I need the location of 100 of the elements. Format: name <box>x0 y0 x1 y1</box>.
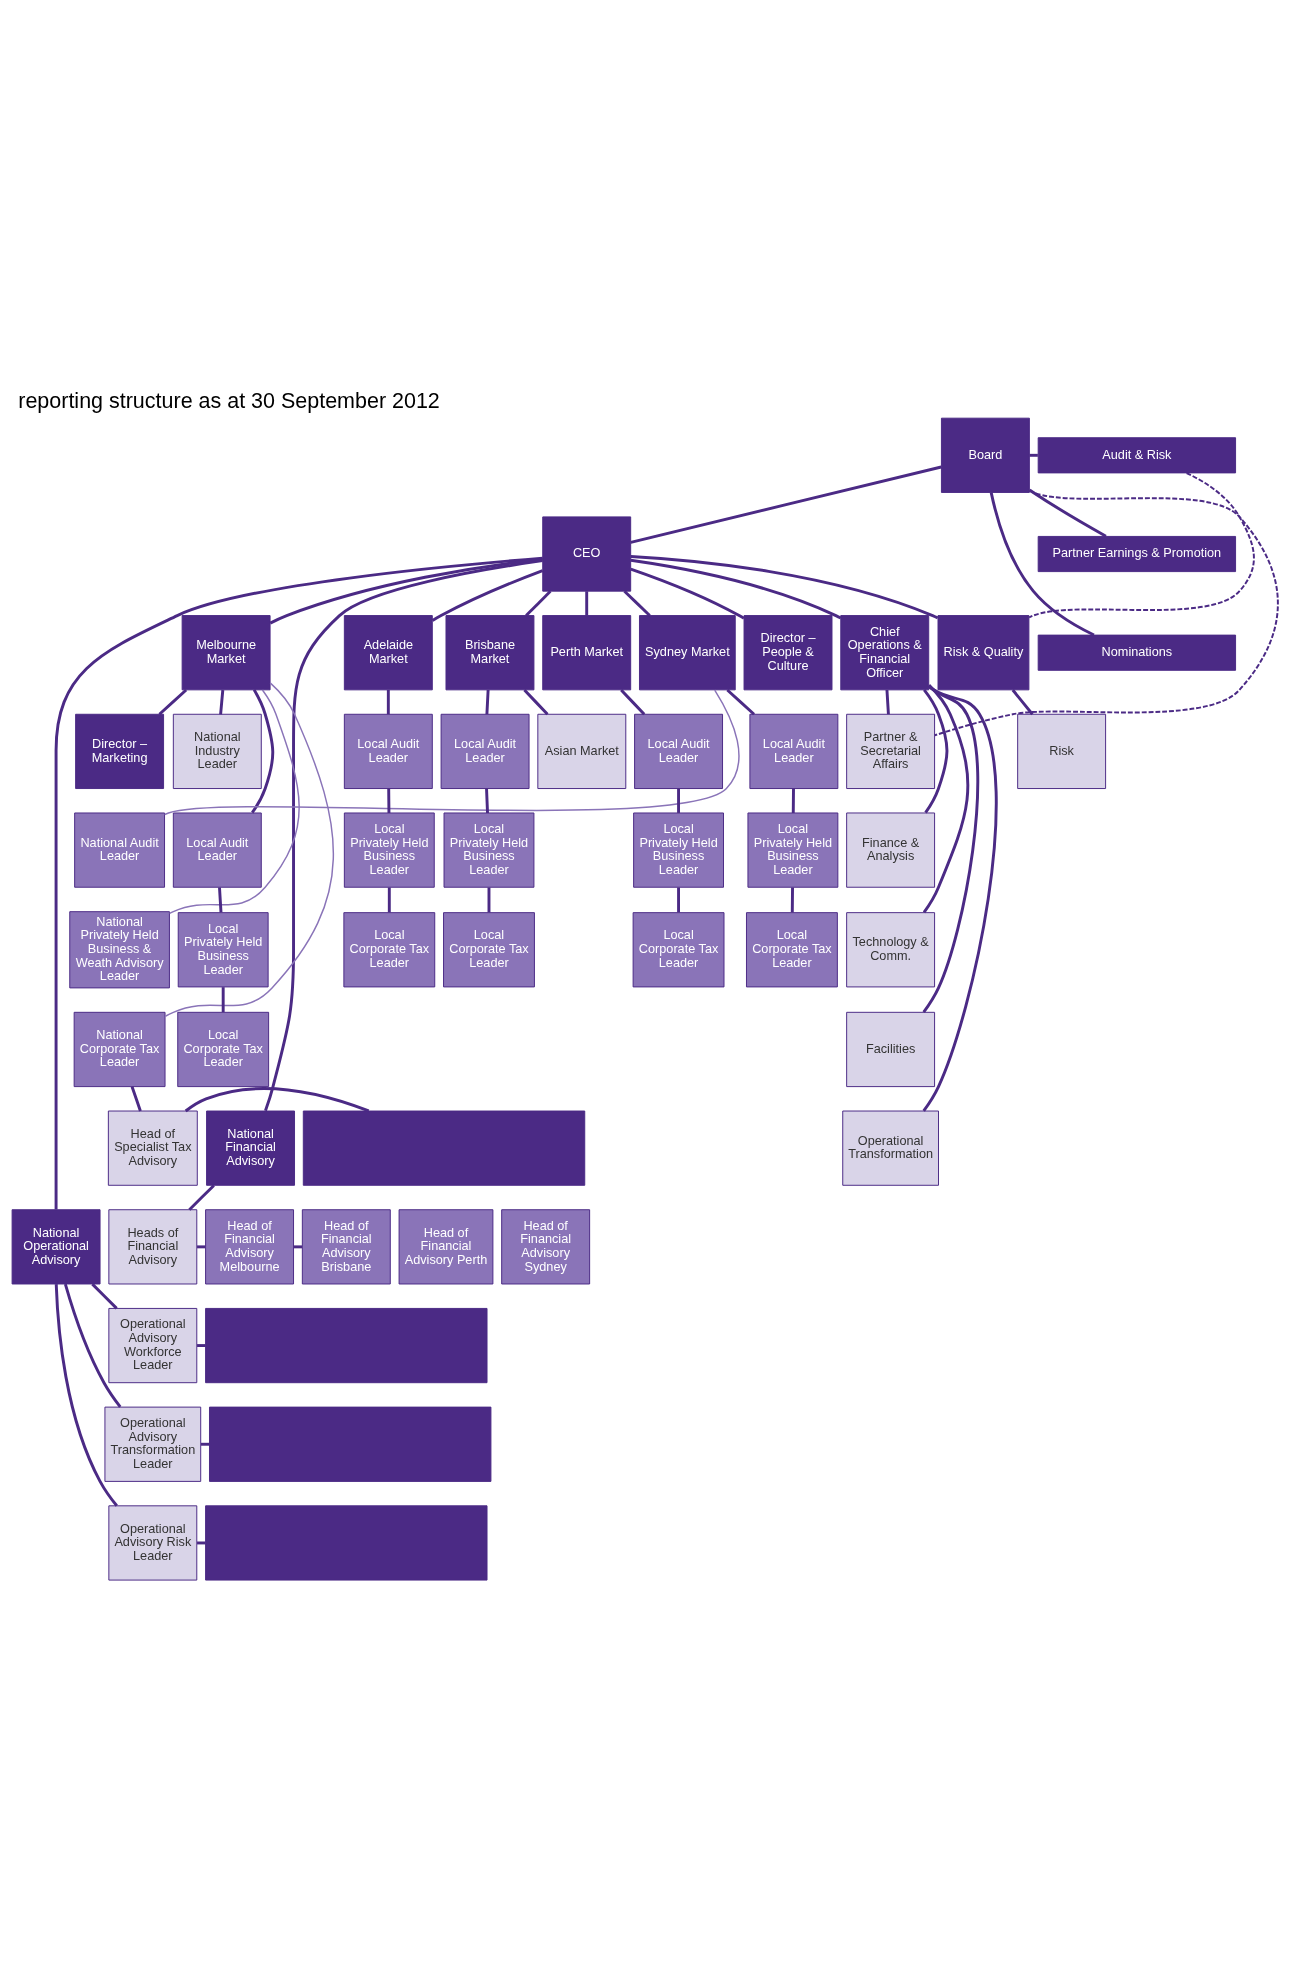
connector <box>630 558 842 619</box>
connector <box>790 886 794 912</box>
node-box: Head of Financial Advisory Brisbane <box>301 1208 391 1284</box>
connector <box>197 1541 206 1544</box>
node-box: Sydney Market <box>639 614 736 690</box>
node-box: Brisbane Market <box>445 614 535 690</box>
node-box: Partner & Secretarial Affairs <box>846 713 936 789</box>
connector <box>63 1283 122 1408</box>
diagram-title: reporting structure as at 30 September 2012 <box>18 388 440 413</box>
node-bar <box>302 1110 586 1186</box>
node-box: CEO <box>542 515 632 592</box>
connector <box>677 788 681 813</box>
node-box: Operational Advisory Workforce Leader <box>108 1307 198 1383</box>
connector <box>54 556 543 1209</box>
connector <box>387 887 391 912</box>
connector <box>630 567 745 620</box>
connector <box>1028 488 1107 537</box>
node-box: Head of Financial Advisory Perth <box>398 1208 494 1284</box>
connector <box>264 558 543 1111</box>
connector <box>218 886 223 912</box>
node-box: Director – People & Culture <box>743 614 833 690</box>
node-box: Operational Advisory Transformation Leader <box>104 1406 202 1482</box>
node-box: Melbourne Market <box>181 614 271 690</box>
node-box: Partner Earnings & Promotion <box>1037 535 1237 572</box>
node-box: National Operational Advisory <box>11 1208 101 1284</box>
connector <box>188 1183 215 1211</box>
connector <box>630 554 939 619</box>
node-box: Local Privately Held Business Leader <box>343 812 435 888</box>
connector <box>677 887 681 912</box>
node-box: National Financial Advisory <box>206 1110 295 1186</box>
connector <box>130 1085 142 1111</box>
connector <box>885 689 890 714</box>
node-box: Local Audit Leader <box>440 713 530 789</box>
connector <box>485 689 490 714</box>
node-box: Local Corporate Tax Leader <box>177 1011 270 1087</box>
connector <box>386 689 390 714</box>
node-bar <box>205 1307 488 1383</box>
node-box: Operational Advisory Risk Leader <box>108 1504 198 1581</box>
connector <box>1029 453 1038 457</box>
node-box: Local Audit Leader <box>172 812 262 888</box>
node-box: Technology & Comm. <box>846 911 936 987</box>
connector <box>1028 471 1255 618</box>
connector <box>168 688 300 914</box>
node-box: Board <box>940 417 1030 493</box>
node-box: Head of Specialist Tax Advisory <box>107 1110 198 1186</box>
connector <box>989 491 1095 636</box>
node-box: Head of Financial Advisory Melbourne <box>205 1208 295 1284</box>
connector <box>431 568 544 622</box>
connector <box>387 788 391 813</box>
node-box: Local Audit Leader <box>634 713 724 789</box>
node-box: Local Corporate Tax Leader <box>746 911 838 987</box>
connector <box>525 589 552 617</box>
node-box: Local Privately Held Business Leader <box>443 812 535 888</box>
connector <box>54 1283 118 1507</box>
node-box: Heads of Financial Advisory <box>108 1208 198 1284</box>
node-bar <box>205 1504 488 1581</box>
connector <box>164 681 334 1017</box>
node-box: Risk & Quality <box>937 614 1030 690</box>
node-box: Asian Market <box>537 713 627 789</box>
connector <box>163 688 740 815</box>
connector <box>158 688 188 715</box>
connector <box>485 788 489 813</box>
node-box: National Audit Leader <box>74 812 166 888</box>
node-bar <box>209 1406 492 1482</box>
connector <box>1011 688 1034 715</box>
node-box: Local Audit Leader <box>749 713 839 789</box>
node-box: Adelaide Market <box>343 614 433 690</box>
connector <box>197 1343 206 1347</box>
node-box: Local Corporate Tax Leader <box>343 911 436 987</box>
node-box: Local Corporate Tax Leader <box>443 911 535 987</box>
connector <box>620 688 646 715</box>
connector <box>623 589 651 617</box>
node-box: Audit & Risk <box>1037 436 1237 473</box>
node-box: Director – Marketing <box>75 713 165 789</box>
node-box: Finance & Analysis <box>846 812 936 888</box>
connector <box>197 1244 206 1248</box>
connector <box>221 986 225 1012</box>
node-box: Local Corporate Tax Leader <box>632 911 725 987</box>
connector <box>269 557 543 624</box>
connector <box>585 590 589 616</box>
connector <box>201 1442 210 1446</box>
node-box: National Industry Leader <box>172 713 262 789</box>
node-box: Local Audit Leader <box>343 713 433 789</box>
node-box: National Privately Held Business & Weath Advisory Leader <box>69 910 170 988</box>
connector <box>293 1244 302 1248</box>
connector <box>630 465 942 544</box>
connector <box>922 684 980 1013</box>
connector <box>184 1086 370 1112</box>
connector <box>91 1282 118 1309</box>
node-box: Local Privately Held Business Leader <box>177 911 269 987</box>
connector <box>251 688 275 814</box>
connector <box>922 685 998 1112</box>
connector <box>726 688 756 715</box>
node-box: Local Privately Held Business Leader <box>633 812 724 888</box>
connector <box>791 788 795 813</box>
node-box: Facilities <box>846 1011 936 1087</box>
node-box: Chief Operations & Financial Officer <box>840 614 930 690</box>
connector <box>933 489 1279 736</box>
connector <box>487 887 491 912</box>
node-box: Operational Transformation <box>842 1110 939 1186</box>
